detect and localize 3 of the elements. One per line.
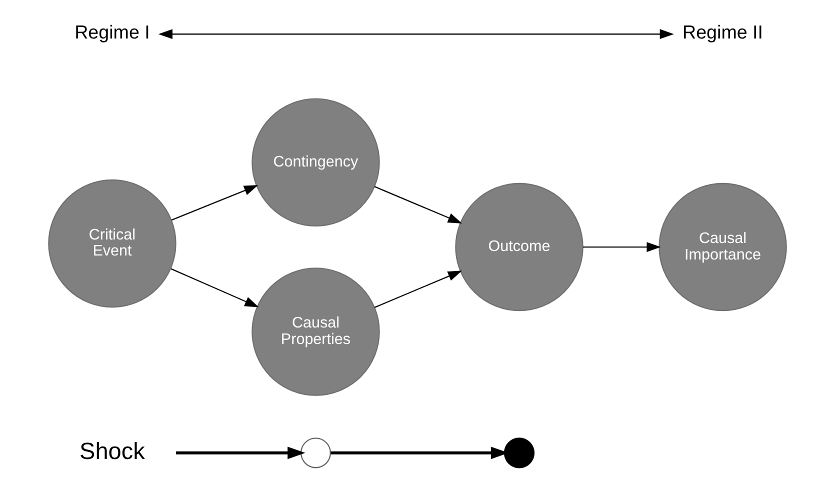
label: Regime II xyxy=(682,22,764,43)
node-text: Shock xyxy=(80,438,145,464)
label: Regime I xyxy=(74,22,150,43)
